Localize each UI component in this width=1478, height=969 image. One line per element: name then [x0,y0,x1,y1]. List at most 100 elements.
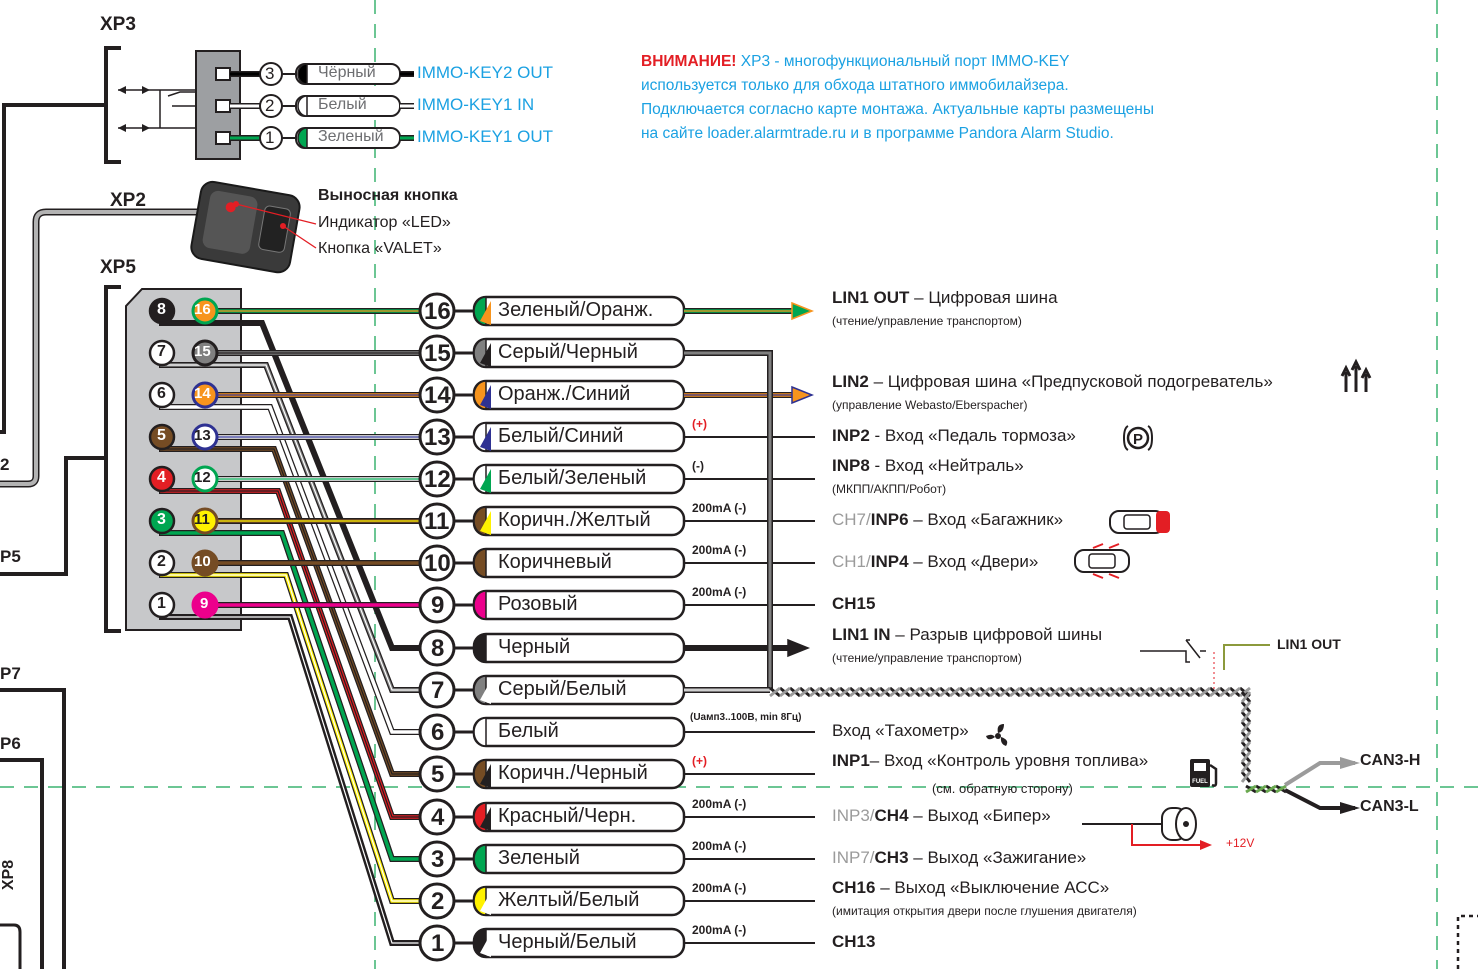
function-sublabel: (управление Webasto/Eberspacher) [832,398,1028,412]
xp5-pin-left [148,297,176,325]
fuel-icon: FUEL [1190,759,1218,787]
function-label: CH13 [832,932,875,952]
xp5-pin-right-number: 13 [194,427,211,444]
function-description: - Вход «Педаль тормоза» [869,426,1076,445]
wire-color-name: Белый/Синий [498,425,624,447]
xp3-socket [215,67,231,81]
function-label: LIN1 IN – Разрыв цифровой шины [832,625,1102,645]
function-code: CH13 [832,932,876,951]
brake-icon: P [1123,425,1153,451]
xp3-cable [0,103,105,434]
function-prefix: INP3/ [832,806,875,825]
function-prefix: CH7/ [832,510,871,529]
xp5-pin-left [148,507,176,535]
xp3-label: XP3 [100,14,136,35]
function-prefix: CH1/ [832,552,871,571]
svg-text:P: P [1133,431,1143,448]
xp5-pin-right-number: 11 [194,511,210,528]
xp6-cable [0,758,44,969]
function-code: LIN1 IN [832,625,891,644]
function-code: CH16 [832,878,876,897]
xp3-signal-label: IMMO-KEY1 OUT [417,127,554,146]
function-code: LIN1 OUT [832,288,910,307]
xp5-bracket [104,285,121,633]
xp3-socket [215,99,231,113]
xp5-pin-right-number: 12 [194,469,211,486]
function-label: CH15 [832,594,875,614]
wire-color-name: Белый/Зеленый [498,467,647,489]
heater-icon [1340,358,1372,392]
xp5-pin-right [191,381,219,409]
remote-button-led-label: Индикатор «LED» [318,214,451,231]
function-code: INP4 [870,552,909,571]
wire-rating: 200mA (-) [692,797,747,811]
function-sublabel: (чтение/управление транспортом) [832,651,1022,665]
lin1-out-break-label: LIN1 OUT [1277,636,1341,652]
xp5-pin-left [148,423,176,451]
wire-number: 8 [431,635,445,662]
xp5-pin-left [148,465,176,493]
xp7-left-stub-label: P7 [0,664,21,683]
xp5-pin-left [148,381,176,409]
wire-rating: 200mA (-) [692,501,747,515]
function-code: CH4 [874,806,909,825]
wire-number: 3 [431,846,445,873]
function-label: CH7/INP6 – Вход «Багажник» [832,510,1063,530]
wire-rating: 200mA (-) [692,923,747,937]
wire-color-name: Белый [498,720,559,742]
xp5-pin-right [191,549,219,577]
function-code: INP1 [832,751,870,770]
xp3-pin-number: 1 [265,128,275,147]
xp5-pin-left-number: 6 [157,385,166,402]
fan-icon [986,724,1008,746]
wire-rating: (Uамп3..100В, min 8Гц) [690,712,802,723]
wire-color-name: Черный/Белый [498,931,637,953]
wire-color-name: Зеленый/Оранж. [498,299,654,321]
function-description: – Цифровая шина «Предпусковой подогреват… [868,372,1273,391]
xp5-pin-left [148,549,176,577]
wire-color-swatch [473,844,487,874]
function-label: INP7/CH3 – Выход «Зажигание» [832,848,1086,868]
xp5-pin-right [191,591,219,619]
xp5-pin-left-number: 1 [157,595,166,612]
wire-color-name: Черный [498,636,571,658]
function-description: - Вход «Нейтраль» [869,456,1024,475]
xp3-wire-color-name: Белый [318,96,367,113]
wire-number: 7 [431,677,445,704]
wire-number: 6 [431,719,445,746]
xp5-pin-right-number: 16 [194,301,211,318]
xp5-pin-right-number: 14 [194,385,211,402]
function-code: INP2 [832,426,870,445]
beeper-illustration [1082,807,1212,850]
function-label: INP1– Вход «Контроль уровня топлива» [832,751,1148,771]
wire-rating: (+) [692,417,707,431]
xp3-internal-wiring [118,86,196,132]
wire-number: 4 [431,804,445,831]
xp5-pin-left-number: 7 [157,343,166,360]
doors-icon [1074,543,1130,579]
wire-rating: 200mA (-) [692,839,747,853]
function-label: INP3/CH4 – Выход «Бипер» [832,806,1051,826]
trunk-icon [1109,510,1170,534]
function-description: – Разрыв цифровой шины [890,625,1103,644]
wire-color-swatch [473,548,487,578]
beeper-supply-label: +12V [1226,836,1255,850]
valet-leader [282,225,317,249]
xp5-pin-left [148,591,176,619]
xp5-pin-right [191,339,219,367]
dotted-box-corner [1456,914,1478,969]
function-sublabel: (имитация открытия двери после глушения … [832,904,1137,918]
function-prefix: INP7/ [832,848,875,867]
function-sublabel: (см. обратную сторону) [932,781,1073,796]
wire-color-name: Оранж./Синий [498,383,631,405]
wire-color-name: Зеленый [498,847,580,869]
xp5-left-stub-label: P5 [0,547,21,566]
function-description: – Вход «Багажник» [908,510,1064,529]
function-code: INP6 [870,510,909,529]
remote-button-illustration [190,180,301,274]
wire-number: 16 [424,298,451,325]
xp5-connector [125,288,242,631]
notice-text: XP3 - многофункциональный порт IMMO-KEY … [641,53,1154,142]
wire-color-swatch [473,633,487,663]
